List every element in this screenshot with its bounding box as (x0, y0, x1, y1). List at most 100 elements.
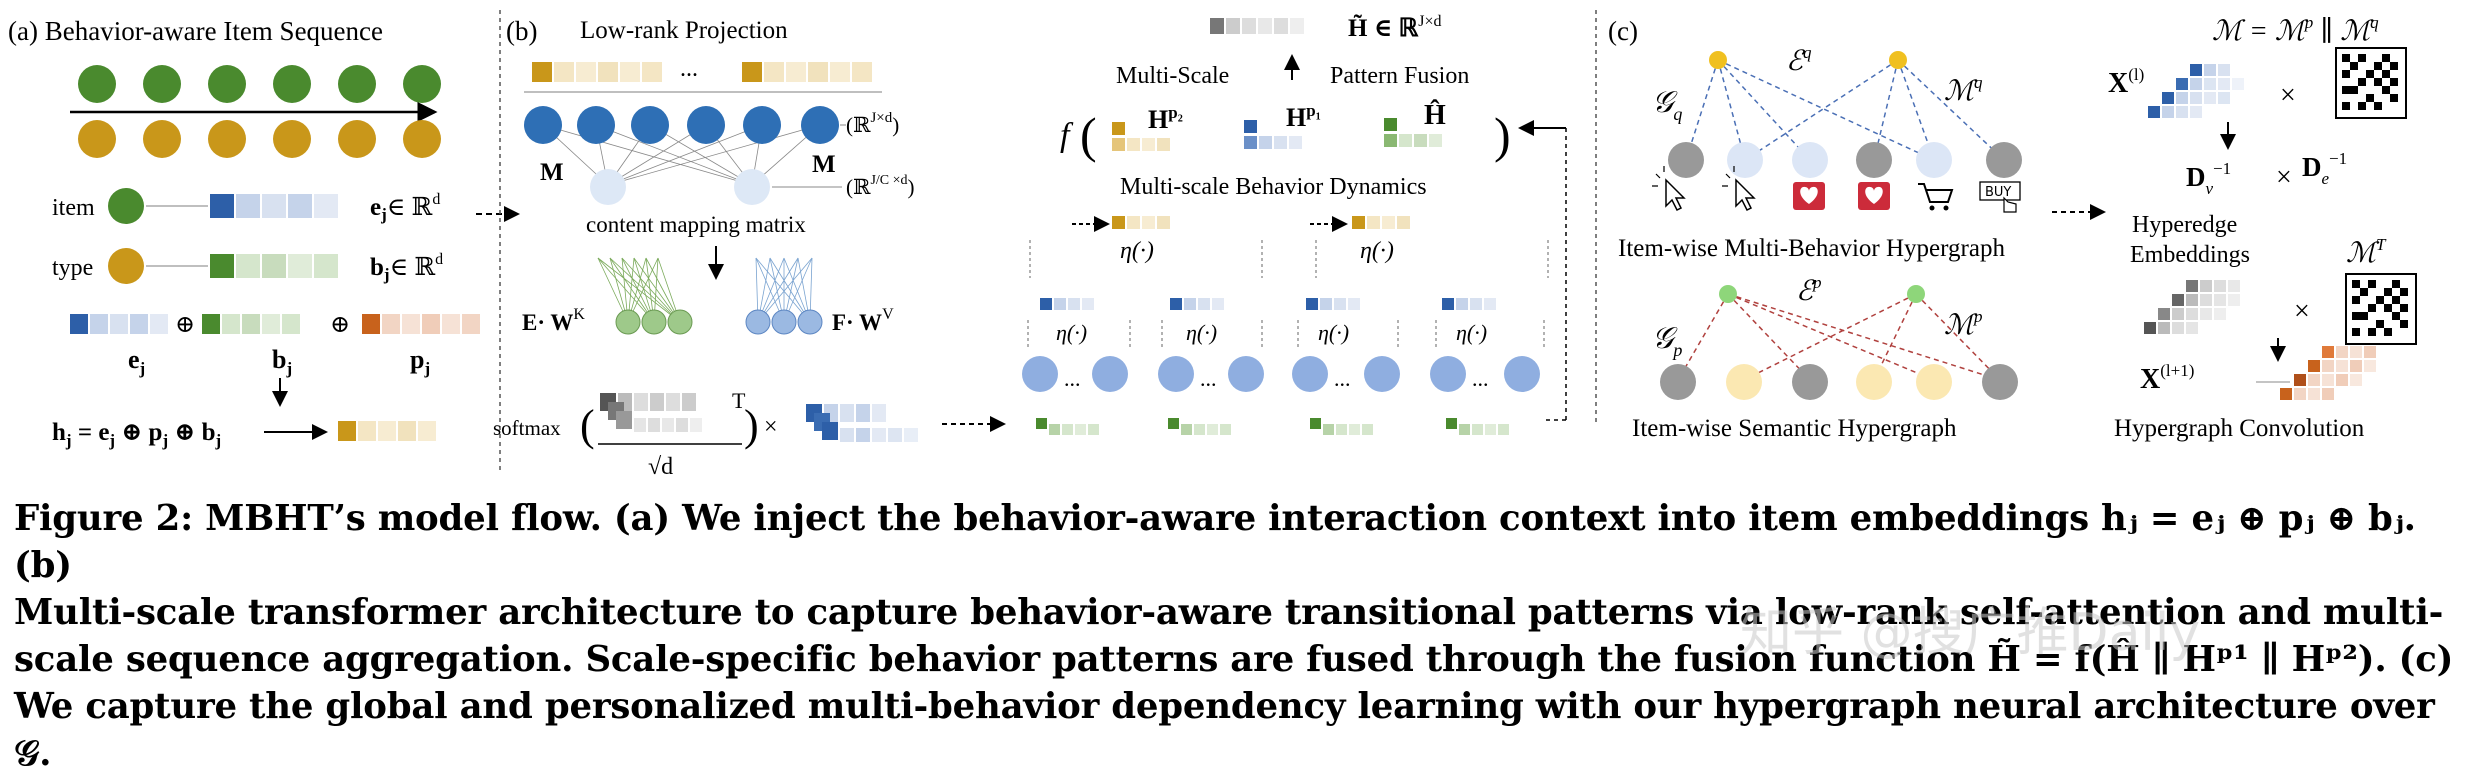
semantic-hypergraph-label: Item-wise Semantic Hypergraph (1632, 415, 1957, 442)
multiscale-label: Multi-Scale (1116, 63, 1229, 89)
incidence-matrix-transposed (2345, 273, 2417, 345)
space2-label: (ℝJ/C ×d) (846, 173, 915, 199)
concat-vector: ⊕ ⊕ (70, 312, 480, 338)
lowrank-output-vector (1384, 118, 1442, 147)
transpose-T: T (732, 388, 746, 413)
figure-caption: Figure 2: MBHT’s model flow. (a) We inje… (14, 495, 2476, 777)
output-matrix (2280, 346, 2376, 400)
hyperedge-node (1709, 51, 1727, 69)
query-key-matrix (600, 393, 702, 432)
FWV-label: F· WV (832, 306, 894, 335)
times-sign: × (2280, 80, 2296, 111)
Dv-inverse: Dv−1 (2186, 159, 2231, 198)
item-node (273, 65, 311, 103)
sequence-nodes (524, 106, 839, 144)
click-icon (1722, 166, 1756, 212)
multi-behavior-hyperedges (1685, 59, 2005, 161)
value-matrix (806, 404, 918, 442)
M-label: M (812, 151, 836, 178)
scale-p2-vector (1112, 122, 1170, 151)
M-label: M (540, 159, 564, 186)
M-equation: ℳ = ℳp ∥ ℳq (2212, 13, 2379, 47)
svg-text:...: ... (1200, 366, 1217, 391)
eta-label: η(·) (1360, 238, 1394, 264)
softmax-label: softmax (493, 416, 561, 440)
scale-vector-top-left (1112, 216, 1170, 229)
EWK-label: E· WK (522, 306, 585, 335)
type-node (143, 120, 181, 158)
Mq-label: ℳq (1944, 73, 1983, 107)
pattern-fusion-label: Pattern Fusion (1330, 63, 1469, 89)
item-label: item (52, 195, 95, 221)
open-paren: ( (1080, 107, 1097, 163)
h-vector (338, 421, 436, 441)
H-p2: Hp₂ (1148, 103, 1183, 134)
lower-groups: η(·) ... η(·) ... η(·) ... η(·) ... (1022, 298, 1545, 435)
times-sign: × (2276, 162, 2292, 193)
oplus: ⊕ (175, 312, 195, 338)
Xl-matrix (2148, 64, 2244, 118)
group-4: η(·) ... (1430, 298, 1545, 392)
Mp-label: ℳp (1944, 307, 1982, 341)
eta-label: η(·) (1120, 238, 1154, 264)
item-circle (108, 188, 144, 224)
pj-label: pj (410, 345, 430, 378)
scale-vector-top-right (1352, 216, 1410, 229)
eta-label: η(·) (1186, 320, 1217, 345)
content-mapping-label: content mapping matrix (586, 212, 806, 237)
H-hat: Ĥ (1424, 100, 1446, 131)
ms-dynamics-label: Multi-scale Behavior Dynamics (1120, 174, 1427, 200)
semantic-hyperedges (1677, 293, 2001, 381)
times-sign: × (2294, 296, 2310, 327)
H-tilde-formula: H̃ ∈ ℝJ×d (1348, 13, 1442, 42)
type-node (403, 120, 441, 158)
type-node (78, 120, 116, 158)
type-node (208, 120, 246, 158)
ej-formula: ej∈ ℝd (370, 191, 440, 224)
eta-label: η(·) (1456, 320, 1487, 345)
Ep-label: ℰp (1796, 273, 1821, 307)
model-flow-figure: (a) Behavior-aware Item Sequence item (8, 10, 2417, 480)
item-nodes-top (1668, 142, 2022, 178)
Gp-label: 𝒢p (1652, 322, 1682, 360)
panel-b-label: (b) (506, 16, 537, 46)
bj-label: bj (272, 345, 292, 378)
item-node (338, 65, 376, 103)
item-embedding-vector (210, 194, 338, 218)
buy-text: BUY (1985, 185, 2011, 200)
key-node (641, 309, 667, 335)
svg-text:...: ... (1472, 366, 1489, 391)
caption-line-1: Figure 2: MBHT’s model flow. (a) We inje… (14, 498, 2416, 586)
Xl-label: X(l) (2108, 65, 2144, 99)
space1-label: (ℝJ×d) (846, 110, 899, 137)
times-sign: × (764, 414, 778, 440)
panel-a: (a) Behavior-aware Item Sequence item (8, 16, 520, 450)
group-brackets (1029, 240, 1549, 278)
panel-c: (c) ℰq 𝒢q ℳq (1608, 13, 2417, 442)
open-paren: ( (580, 401, 595, 450)
De-inverse: De−1 (2302, 149, 2347, 188)
ej-label: ej (128, 345, 145, 378)
value-node (771, 309, 797, 335)
oplus: ⊕ (330, 312, 350, 338)
hyperedge-node (1907, 285, 1925, 303)
buy-icon: BUY (1979, 181, 2021, 213)
type-node (273, 120, 311, 158)
sqrt-d: √d (648, 454, 673, 480)
hypergraph-convolution-label: Hypergraph Convolution (2114, 415, 2365, 442)
multi-behavior-hypergraph-label: Item-wise Multi-Behavior Hypergraph (1618, 235, 2005, 262)
Gq-label: 𝒢q (1652, 86, 1682, 124)
item-node (1792, 142, 1828, 178)
ellipsis: ... (680, 56, 698, 82)
key-node (615, 309, 641, 335)
item-node (143, 65, 181, 103)
lowrank-title: Low-rank Projection (580, 17, 788, 44)
hyperedge-label: Hyperedge (2132, 212, 2237, 238)
item-node (1727, 142, 1763, 178)
input-sequence-vector: ... (532, 56, 872, 82)
watermark: 知乎 @搜广推Daily (1740, 603, 2201, 663)
item-node (78, 65, 116, 103)
item-node (1668, 142, 1704, 178)
close-paren: ) (1494, 107, 1511, 163)
key-node (667, 309, 693, 335)
